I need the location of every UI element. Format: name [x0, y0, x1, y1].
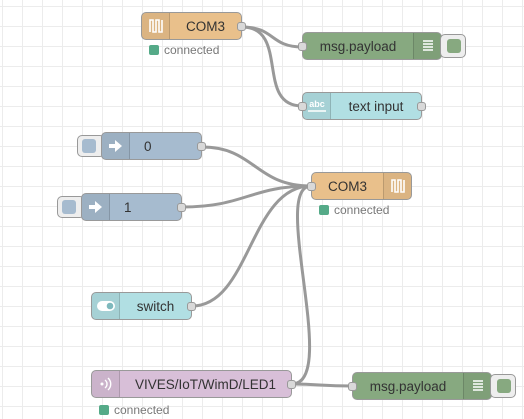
debug-bottom-toggle-button[interactable] [490, 374, 516, 398]
text-input-output-port[interactable] [417, 102, 426, 111]
serial-out-label: COM3 [327, 178, 367, 194]
radio-waves-icon [92, 371, 120, 397]
mqtt-in-status-text: connected [114, 403, 170, 417]
serial-out-input-port[interactable] [307, 182, 316, 191]
debug-list-icon [413, 33, 441, 59]
wire-mqtt-to-debug[interactable] [291, 382, 353, 388]
serial-in-status-text: connected [164, 43, 220, 57]
serial-icon [142, 13, 170, 39]
wire-serial-in-to-text-input[interactable] [241, 25, 303, 108]
inject-0-label: 0 [144, 138, 152, 154]
mqtt-in-status: connected [99, 403, 169, 417]
inject-trigger-indicator [82, 139, 96, 153]
inject-0-trigger-button[interactable] [77, 135, 105, 157]
wire-switch-to-serial-out[interactable] [191, 184, 312, 308]
mqtt-in-output-port[interactable] [287, 380, 296, 389]
arrow-in-icon [102, 133, 130, 159]
debug-list-icon [463, 373, 491, 399]
debug-toggle-indicator [497, 379, 511, 393]
serial-icon [383, 173, 411, 199]
wire-mqtt-to-serial-out[interactable] [291, 184, 312, 386]
debug-top-label: msg.payload [319, 38, 397, 54]
inject-0-node[interactable]: 0 [101, 132, 206, 160]
text-input-label: text input [348, 98, 404, 114]
inject-1-node[interactable]: 1 [81, 193, 186, 221]
text-input-node[interactable]: abc text input [298, 92, 426, 120]
wire-inject-1-to-serial-out[interactable] [181, 184, 312, 209]
wire-inject-0-to-serial-out[interactable] [201, 145, 312, 188]
mqtt-in-label: VIVES/IoT/WimD/LED1 [134, 376, 277, 392]
status-connected-icon [99, 405, 109, 415]
debug-bottom-label: msg.payload [369, 378, 447, 394]
serial-in-output-port[interactable] [237, 22, 246, 31]
serial-out-status: connected [319, 203, 389, 217]
serial-out-node[interactable]: COM3 [307, 172, 412, 200]
arrow-in-icon [82, 194, 110, 220]
debug-top-toggle-button[interactable] [440, 34, 466, 58]
toggle-icon [92, 293, 120, 319]
serial-in-node[interactable]: COM3 [141, 12, 246, 40]
debug-bottom-node[interactable]: msg.payload [348, 372, 492, 400]
debug-toggle-indicator [447, 39, 461, 53]
wire-serial-in-to-debug[interactable] [241, 25, 303, 49]
serial-in-label: COM3 [185, 18, 225, 34]
debug-top-input-port[interactable] [298, 42, 307, 51]
serial-out-status-text: connected [334, 203, 390, 217]
debug-bottom-input-port[interactable] [348, 382, 357, 391]
svg-text:abc: abc [309, 99, 325, 109]
status-connected-icon [319, 205, 329, 215]
switch-node[interactable]: switch [91, 292, 196, 320]
serial-in-status: connected [149, 43, 219, 57]
switch-output-port[interactable] [187, 302, 196, 311]
text-input-input-port[interactable] [298, 102, 307, 111]
debug-top-node[interactable]: msg.payload [298, 32, 442, 60]
inject-1-output-port[interactable] [177, 203, 186, 212]
inject-trigger-indicator [62, 200, 76, 214]
inject-0-output-port[interactable] [197, 142, 206, 151]
status-connected-icon [149, 45, 159, 55]
inject-1-label: 1 [124, 199, 132, 215]
abc-text-icon: abc [303, 93, 331, 119]
mqtt-in-node[interactable]: VIVES/IoT/WimD/LED1 [91, 370, 296, 398]
switch-label: switch [136, 298, 175, 314]
